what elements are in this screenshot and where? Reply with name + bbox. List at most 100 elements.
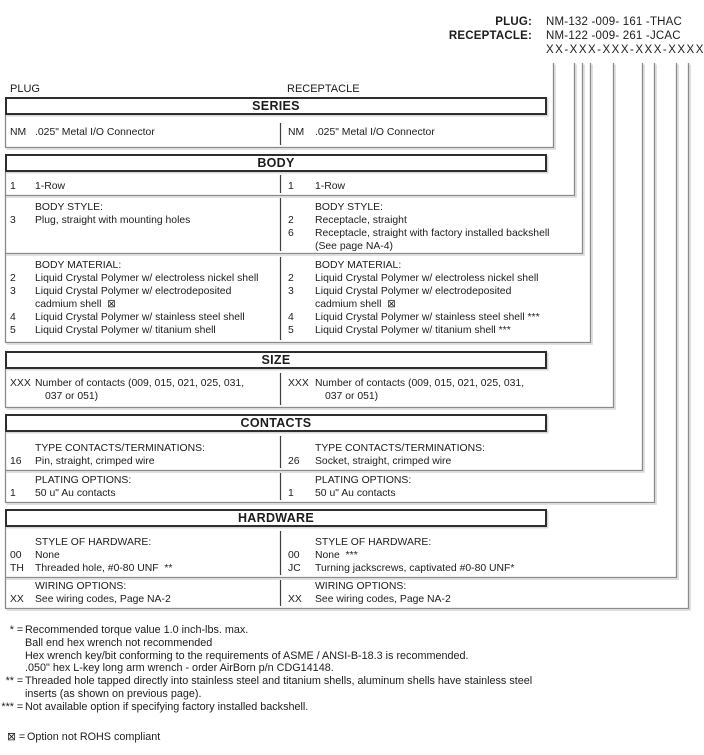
subsection-label: STYLE OF HARDWARE:: [315, 537, 432, 548]
receptacle-column: TYPE CONTACTS/TERMINATIONS: 26 Socket, s…: [280, 434, 648, 468]
option-row: 5 Liquid Crystal Polymer w/ titanium she…: [5, 324, 280, 337]
option-desc: Liquid Crystal Polymer w/ stainless stee…: [315, 312, 540, 323]
option-row: 2 Liquid Crystal Polymer w/ electroless …: [280, 272, 648, 285]
option-row: 3 Liquid Crystal Polymer w/ electrodepos…: [280, 285, 648, 298]
option-code: XXX: [10, 378, 31, 389]
footnote-row: Ball end hex wrench not recommended: [0, 637, 700, 650]
option-code: XX: [288, 594, 302, 605]
rohs-note: ⊠ = Option not ROHS compliant: [2, 731, 160, 744]
option-code: 5: [288, 325, 294, 336]
option-desc: 037 or 051): [325, 391, 379, 402]
option-row: cadmium shell ⊠: [280, 298, 648, 311]
section-header-size: SIZE: [5, 351, 547, 369]
option-code: 2: [288, 215, 294, 226]
option-desc: 50 u" Au contacts: [35, 488, 116, 499]
option-desc: Plug, straight with mounting holes: [35, 215, 191, 226]
option-desc: 037 or 051): [45, 391, 99, 402]
option-row: TH Threaded hole, #0-80 UNF **: [5, 562, 280, 575]
option-desc: Receptacle, straight with factory instal…: [315, 228, 550, 239]
footnote-symbol: ***: [1, 700, 14, 713]
option-code: 1: [288, 181, 294, 192]
option-desc: Liquid Crystal Polymer w/ titanium shell: [35, 325, 216, 336]
option-desc: 50 u" Au contacts: [315, 488, 396, 499]
option-desc: cadmium shell ⊠: [315, 299, 396, 310]
option-desc: Liquid Crystal Polymer w/ electrodeposit…: [35, 286, 232, 297]
option-desc: cadmium shell ⊠: [35, 299, 116, 310]
rohs-eq: =: [18, 731, 26, 743]
option-row: 037 or 051): [280, 390, 648, 403]
option-row: 00 None ***: [280, 549, 648, 562]
option-desc: Liquid Crystal Polymer w/ electroless ni…: [315, 273, 539, 284]
option-code: 3: [288, 286, 294, 297]
option-row: 26 Socket, straight, crimped wire: [280, 455, 648, 468]
option-row: 4 Liquid Crystal Polymer w/ stainless st…: [5, 311, 280, 324]
option-row: 00 None: [5, 549, 280, 562]
option-row: XX See wiring codes, Page NA-2: [5, 593, 280, 606]
option-row: 1 1-Row: [280, 180, 648, 193]
footnote-row: ** = Threaded hole tapped directly into …: [0, 675, 700, 688]
plug-column: 1 1-Row: [5, 174, 280, 193]
option-desc: Receptacle, straight: [315, 215, 407, 226]
option-code: 4: [10, 312, 16, 323]
option-code: 4: [288, 312, 294, 323]
option-row: 4 Liquid Crystal Polymer w/ stainless st…: [280, 311, 648, 324]
subsection-label: WIRING OPTIONS:: [315, 581, 407, 592]
plug-column: NM .025" Metal I/O Connector: [5, 117, 280, 139]
footnotes: * = Recommended torque value 1.0 inch-lb…: [0, 624, 700, 714]
footnote-row: * = Recommended torque value 1.0 inch-lb…: [0, 624, 700, 637]
part-number-mask: XX-XXX-XXX-XXX-XXXX: [546, 44, 704, 56]
section-header-hardware: HARDWARE: [5, 509, 547, 527]
plug-part-number-label: PLUG:: [495, 16, 532, 28]
section-header-series: SERIES: [5, 97, 547, 115]
option-row: 2 Receptacle, straight: [280, 214, 648, 227]
subsection-label: BODY MATERIAL:: [35, 260, 122, 271]
footnote-text: Hex wrench key/bit conforming to the req…: [25, 649, 469, 662]
subsection-label: PLATING OPTIONS:: [35, 475, 132, 486]
subsection-label: TYPE CONTACTS/TERMINATIONS:: [35, 443, 205, 454]
subsection-label: STYLE OF HARDWARE:: [35, 537, 152, 548]
option-desc: See wiring codes, Page NA-2: [315, 594, 451, 605]
option-code: NM: [288, 127, 305, 138]
footnote-symbol: [0, 688, 15, 701]
footnote-eq: [15, 662, 25, 675]
option-desc: Threaded hole, #0-80 UNF **: [35, 563, 173, 574]
option-code: NM: [10, 127, 27, 138]
plug-part-number-value: NM-132 -009- 161 -THAC: [546, 16, 683, 28]
plug-column: WIRING OPTIONS: XX See wiring codes, Pag…: [5, 578, 280, 606]
option-row: XXX Number of contacts (009, 015, 021, 0…: [280, 377, 648, 390]
option-row: 5 Liquid Crystal Polymer w/ titanium she…: [280, 324, 648, 337]
footnote-eq: [15, 637, 25, 650]
option-desc: (See page NA-4): [315, 241, 393, 252]
option-row: 2 Liquid Crystal Polymer w/ electroless …: [5, 272, 280, 285]
subsection-label: WIRING OPTIONS:: [35, 581, 127, 592]
option-code: 00: [288, 550, 300, 561]
column-header-receptacle: RECEPTACLE: [287, 83, 360, 95]
subsection-label: TYPE CONTACTS/TERMINATIONS:: [315, 443, 485, 454]
footnote-eq: [15, 688, 25, 701]
option-code: TH: [10, 563, 24, 574]
receptacle-column: PLATING OPTIONS: 1 50 u" Au contacts: [280, 471, 648, 500]
option-desc: None: [35, 550, 60, 561]
plug-column: TYPE CONTACTS/TERMINATIONS: 16 Pin, stra…: [5, 434, 280, 468]
option-desc: See wiring codes, Page NA-2: [35, 594, 171, 605]
option-desc: Number of contacts (009, 015, 021, 025, …: [315, 378, 525, 389]
option-row: 1 50 u" Au contacts: [280, 487, 648, 500]
option-row: (See page NA-4): [280, 240, 648, 253]
plug-column: BODY MATERIAL: 2 Liquid Crystal Polymer …: [5, 254, 280, 337]
plug-column: STYLE OF HARDWARE: 00 None TH Threaded h…: [5, 529, 280, 575]
column-header-plug: PLUG: [10, 83, 40, 95]
footnote-row: .050" hex L-key long arm wrench - order …: [0, 662, 700, 675]
option-code: [288, 298, 315, 311]
option-code: JC: [288, 563, 301, 574]
footnote-text: Threaded hole tapped directly into stain…: [25, 675, 533, 688]
option-code: [288, 390, 315, 403]
option-desc: Liquid Crystal Polymer w/ electrodeposit…: [315, 286, 512, 297]
subsection-label: BODY STYLE:: [35, 202, 103, 213]
option-row: cadmium shell ⊠: [5, 298, 280, 311]
rohs-text: Option not ROHS compliant: [27, 731, 161, 743]
option-desc: .025" Metal I/O Connector: [315, 127, 435, 138]
option-desc: Pin, straight, crimped wire: [35, 456, 155, 467]
footnote-eq: =: [16, 675, 24, 688]
receptacle-part-number-label: RECEPTACLE:: [448, 30, 532, 42]
